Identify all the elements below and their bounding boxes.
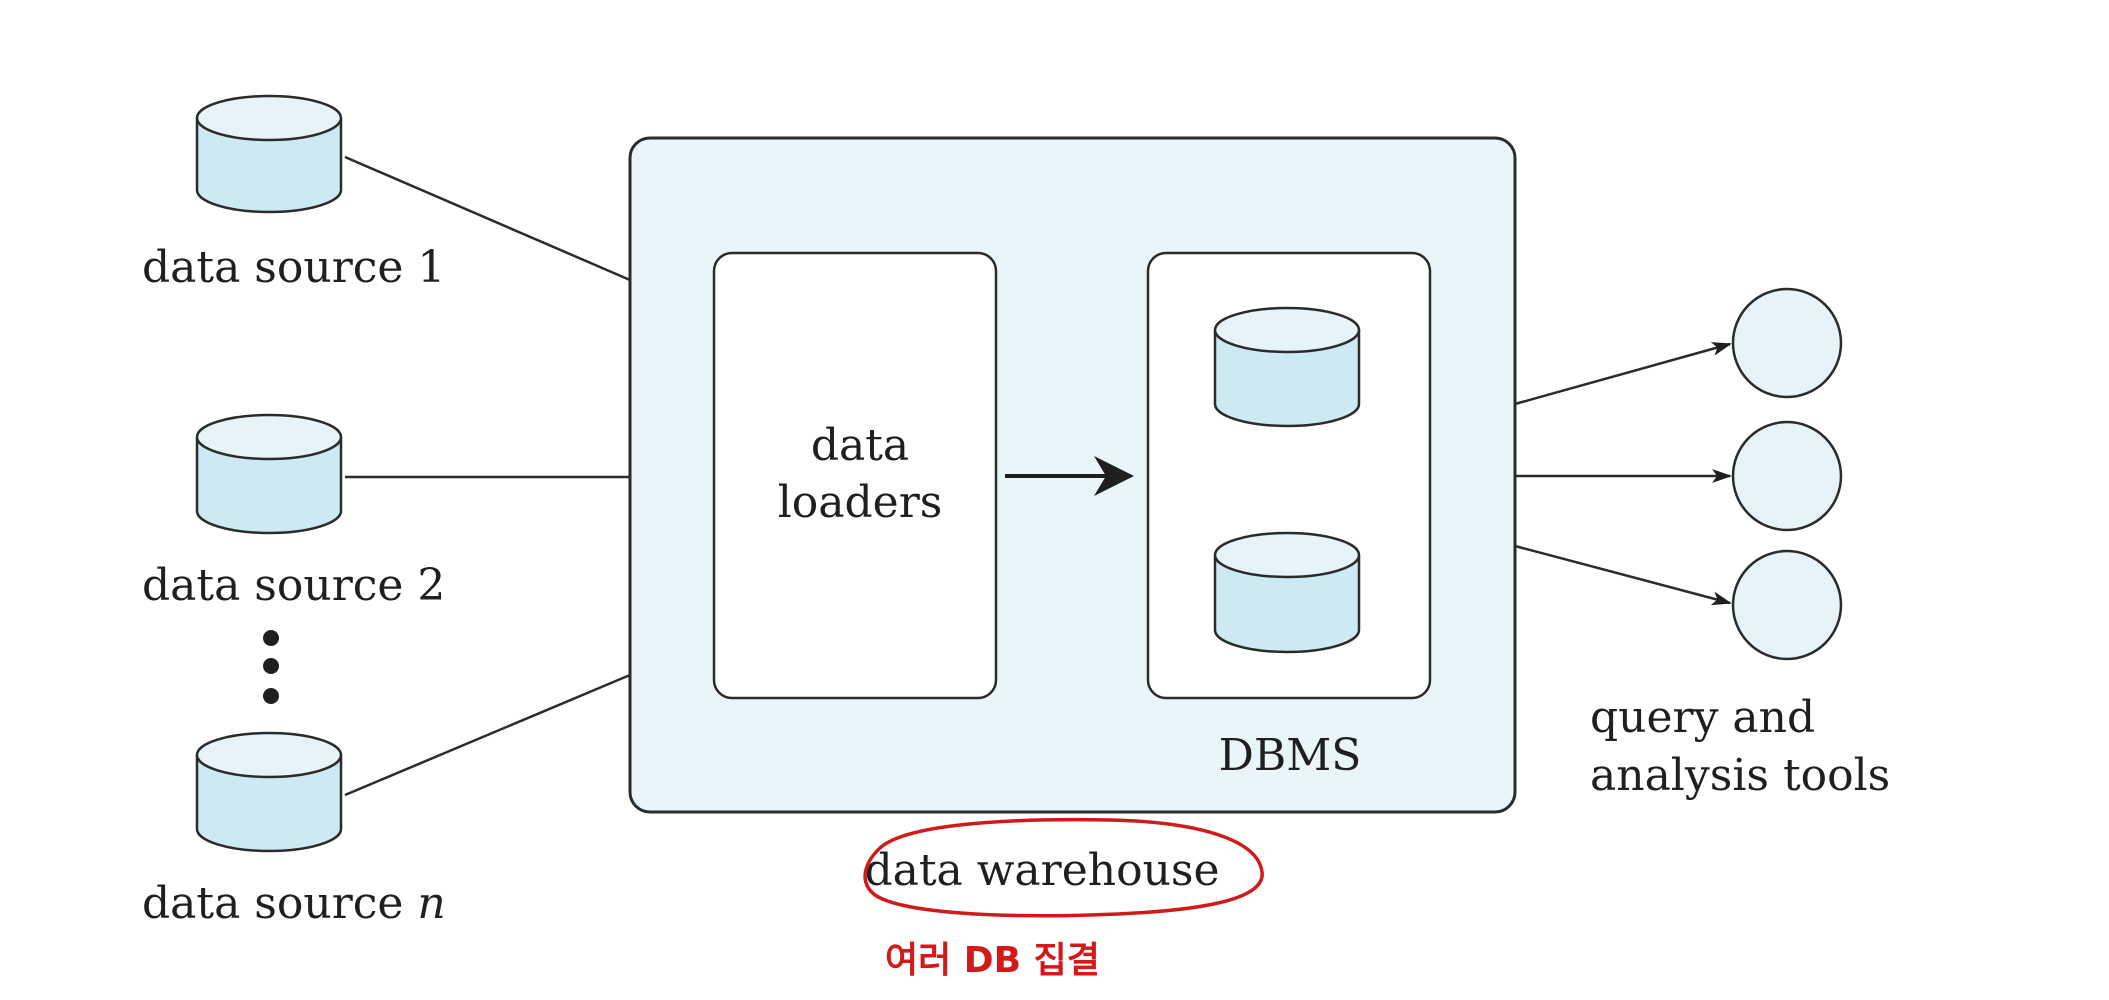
data-loaders-label-line-1: data <box>811 420 909 471</box>
dbms-database-icon-bottom <box>1213 531 1361 654</box>
dbms-label: DBMS <box>1219 730 1362 781</box>
source-1-connector <box>344 155 631 282</box>
data-loaders-box <box>712 251 998 700</box>
data-loaders-label-line-2: loaders <box>778 477 943 528</box>
handwritten-annotation: 여러 DB 집결 <box>885 940 1100 981</box>
handwritten-circle-icon <box>863 817 1264 918</box>
query-tools-label-line-1: query and <box>1590 692 1815 743</box>
query-tools-label-line-2: analysis tools <box>1590 750 1890 801</box>
more-sources-ellipsis <box>263 630 279 704</box>
tool-3-arrow <box>1514 544 1732 606</box>
data-source-n-label: data source n <box>142 878 446 929</box>
query-tool-1 <box>1731 287 1843 399</box>
dbms-database-icon-top <box>1213 306 1361 428</box>
data-source-1 <box>195 94 343 214</box>
data-warehouse-label: data warehouse <box>864 845 1219 896</box>
query-tool-2 <box>1731 420 1843 532</box>
data-source-2 <box>195 413 343 535</box>
data-source-n <box>195 731 343 853</box>
data-source-1-label: data source 1 <box>142 242 445 293</box>
source-n-connector <box>344 673 631 797</box>
data-source-2-label: data source 2 <box>142 560 445 611</box>
tool-1-arrow <box>1514 342 1732 406</box>
query-tool-3 <box>1731 549 1843 661</box>
